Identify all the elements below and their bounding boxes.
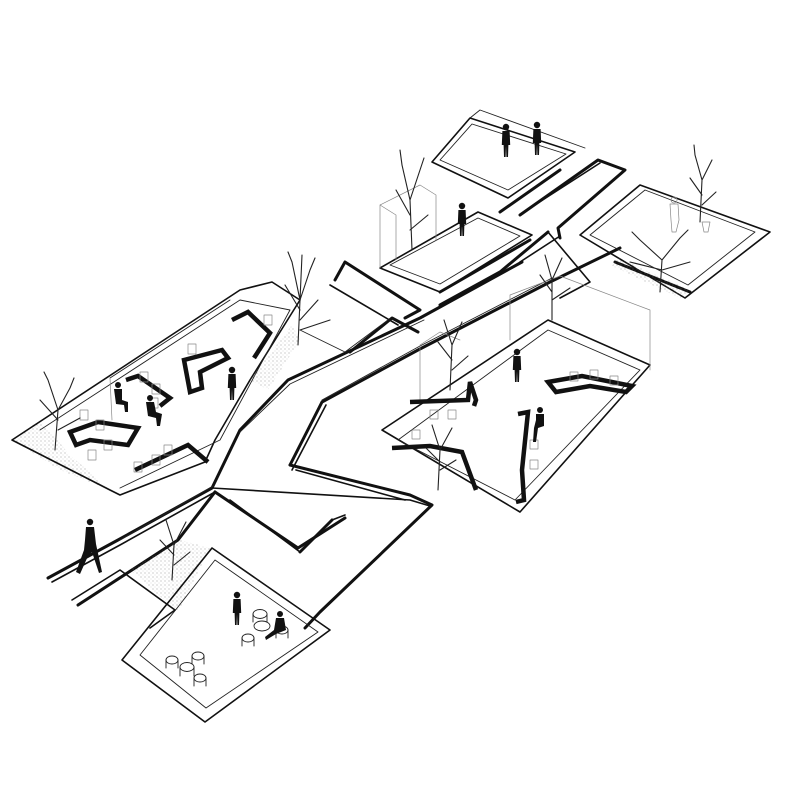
bench bbox=[230, 309, 273, 360]
bench bbox=[134, 442, 210, 473]
tree bbox=[629, 229, 691, 293]
bench bbox=[125, 373, 174, 408]
upper-left-platform bbox=[379, 184, 533, 294]
person-standing bbox=[227, 366, 237, 400]
tree bbox=[284, 251, 331, 346]
bench bbox=[543, 373, 637, 395]
tree bbox=[159, 519, 191, 581]
person-standing bbox=[512, 348, 522, 382]
tree bbox=[689, 144, 717, 223]
main-walkway bbox=[46, 158, 627, 630]
person-standing bbox=[232, 591, 242, 625]
person-outline bbox=[669, 196, 680, 233]
trees bbox=[39, 144, 717, 581]
person-standing bbox=[457, 202, 467, 236]
person-seated bbox=[146, 395, 162, 426]
bench bbox=[409, 381, 479, 407]
person-seated bbox=[265, 611, 286, 640]
tree bbox=[437, 319, 469, 391]
tree bbox=[425, 424, 457, 491]
right-top-platform bbox=[579, 184, 771, 299]
bench bbox=[515, 409, 531, 505]
bench bbox=[391, 443, 479, 491]
bottom-platform bbox=[71, 540, 331, 723]
tree bbox=[395, 149, 429, 251]
right-middle-platform bbox=[381, 275, 651, 513]
bench bbox=[181, 347, 232, 395]
left-platform bbox=[11, 281, 301, 496]
person-seated bbox=[533, 407, 544, 442]
people bbox=[76, 121, 544, 640]
person-standing bbox=[532, 121, 542, 155]
bench bbox=[66, 419, 142, 448]
person-walking bbox=[76, 518, 102, 574]
tree bbox=[39, 371, 81, 451]
person-seated bbox=[114, 382, 128, 412]
tree bbox=[539, 254, 571, 321]
planter bbox=[701, 221, 711, 233]
top-platform bbox=[431, 109, 586, 199]
